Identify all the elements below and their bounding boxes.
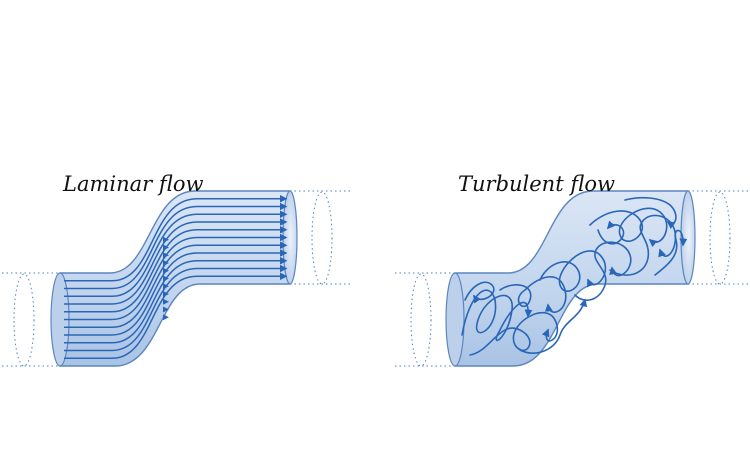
turbulent-eddy-path (589, 207, 668, 248)
laminar-streamline (64, 264, 288, 352)
laminar-title: Laminar flow (62, 172, 204, 196)
turbulent-eddy-path (539, 250, 607, 292)
turbulent-eddy-path (574, 241, 632, 301)
laminar-streamline (64, 195, 288, 282)
turbulent-eddy-path (597, 220, 625, 245)
turbulent-panel: Turbulent flow (395, 172, 748, 367)
laminar-guide-lines (2, 190, 350, 367)
laminar-mid-arrow (163, 298, 169, 305)
turbulent-streamlines (461, 196, 688, 356)
laminar-streamline (64, 210, 288, 298)
turbulent-eddy-path (624, 196, 677, 230)
turbulent-eddy-path (469, 312, 559, 356)
laminar-streamline (64, 202, 288, 290)
laminar-streamlines (64, 195, 288, 360)
laminar-streamline (64, 218, 288, 305)
turbulent-eddy-path (499, 276, 567, 313)
turbulent-inlet-cap (445, 272, 465, 367)
laminar-streamline (64, 249, 288, 336)
turbulent-tube (454, 190, 689, 367)
laminar-streamline (64, 226, 288, 313)
turbulent-outlet-cap (680, 190, 696, 285)
turbulent-guide-lines (395, 190, 748, 367)
turbulent-eddy-path (464, 281, 495, 304)
laminar-mid-arrow (163, 306, 169, 313)
laminar-mid-arrow (163, 314, 169, 321)
laminar-panel: Laminar flow (2, 172, 350, 367)
turbulent-title: Turbulent flow (458, 172, 615, 196)
turbulent-eddy-path (654, 229, 688, 276)
laminar-tube (59, 190, 291, 367)
laminar-streamline (64, 233, 288, 321)
laminar-streamline (64, 241, 288, 329)
laminar-streamline (64, 257, 288, 344)
turbulent-eddy-path (519, 298, 588, 354)
turbulent-eddy-path (609, 214, 677, 276)
laminar-streamline (64, 272, 288, 360)
